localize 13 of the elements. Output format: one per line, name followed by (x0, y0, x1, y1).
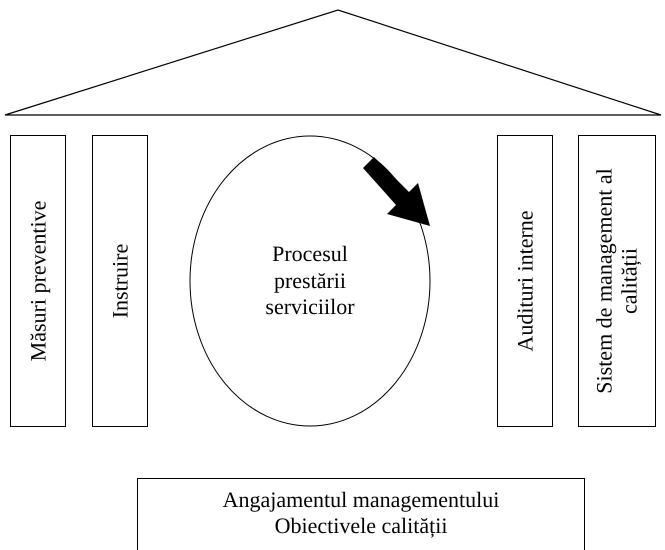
pillar-box (578, 135, 656, 427)
pillar-box (10, 135, 66, 427)
process-ellipse (189, 135, 431, 427)
foundation-label: Obiectivele calității (274, 513, 448, 540)
pillar-box (92, 135, 148, 427)
pillar-label: Audituri interne (512, 210, 538, 352)
process-label: Procesul prestării serviciilor (264, 241, 356, 321)
pillar-box (497, 135, 553, 427)
pillar-label: Sistem de management al calității (592, 167, 642, 396)
foundation-label: Angajamentul managementului (222, 487, 500, 514)
pillar-label: Instruire (107, 244, 133, 318)
foundation-box (137, 478, 585, 550)
pillar-label: Măsuri preventive (25, 200, 51, 362)
